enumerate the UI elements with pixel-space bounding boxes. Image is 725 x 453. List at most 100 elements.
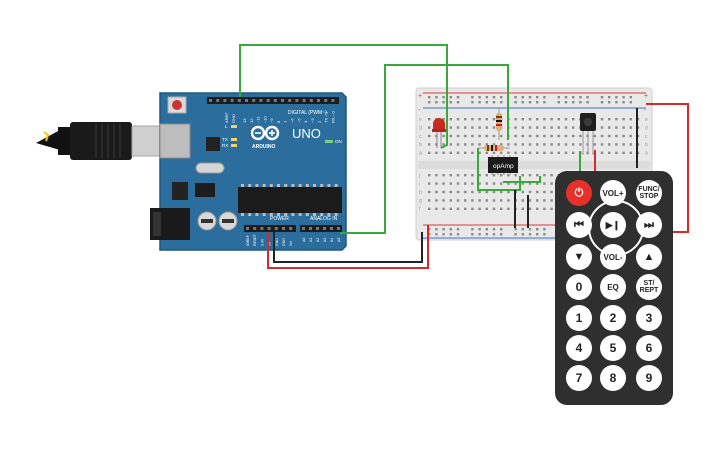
digital-pin-label: ~5	[296, 118, 301, 123]
rx-led	[231, 144, 237, 147]
digit-3-button[interactable]: 3	[636, 305, 662, 331]
digit-6-button[interactable]: 6	[636, 335, 662, 361]
aref-label: AREF	[224, 112, 229, 123]
breadboard-center-channel	[418, 161, 650, 169]
row-letter: c	[645, 134, 648, 140]
digit-8-button[interactable]: 8	[600, 365, 626, 391]
digital-header-label: DIGITAL (PWM~)	[288, 110, 327, 116]
tx-led	[231, 138, 237, 141]
power-pin-label: GND	[282, 238, 286, 246]
digit-5-button[interactable]: 5	[600, 335, 626, 361]
power-pin-label: 3.3V	[260, 238, 264, 246]
analog-header-label: ANALOG IN	[310, 216, 338, 222]
capacitor-2-mark	[222, 219, 234, 223]
opamp-chip-label: opAmp	[493, 163, 514, 170]
usb-cable[interactable]	[36, 122, 167, 160]
analog-pin-label: A2	[316, 238, 320, 242]
fast-forward-button[interactable]: ⏭	[636, 212, 662, 238]
row-letter: h	[419, 190, 422, 196]
green-wire-opamp-ir[interactable]	[503, 176, 541, 183]
wires[interactable]	[239, 44, 689, 269]
eq-button[interactable]: EQ	[600, 274, 626, 300]
resistor-vertical[interactable]	[496, 108, 502, 140]
digit-3-label: 3	[645, 311, 653, 325]
uno-label: UNO	[292, 126, 321, 141]
voltage-regulator	[172, 182, 188, 200]
vol-down-button[interactable]: VOL-	[600, 244, 626, 270]
usb-grip-lines	[95, 124, 121, 158]
row-letter: f	[419, 207, 421, 213]
digital-header	[207, 97, 339, 104]
row-letter: a	[419, 151, 422, 157]
power-jack-inner	[153, 212, 161, 236]
power-button[interactable]: ⏻	[566, 180, 592, 206]
digital-pin-label: ~9	[269, 118, 274, 123]
triangle-up-icon: ▲	[643, 251, 655, 263]
digit-5-label: 5	[609, 341, 617, 355]
digit-7-button[interactable]: 7	[566, 365, 592, 391]
up-button[interactable]: ▲	[636, 244, 662, 270]
vol-up-button[interactable]: VOL+	[600, 180, 626, 206]
digit-0-button[interactable]: 0	[566, 274, 592, 300]
rewind-button[interactable]: ⏮	[566, 212, 592, 238]
digit-2-button[interactable]: 2	[600, 305, 626, 331]
fast-forward-icon: ⏭	[644, 218, 654, 231]
row-letter: c	[419, 134, 422, 140]
resistor-horizontal[interactable]	[478, 145, 510, 151]
digit-1-label: 1	[575, 311, 583, 325]
black-wire-gnd-to-rail[interactable]	[273, 232, 423, 263]
digital-pin-label: TX→1	[324, 111, 329, 123]
power-header-pins	[246, 227, 340, 230]
on-label: ON	[335, 139, 342, 144]
row-letter: j	[418, 173, 420, 179]
row-letter: d	[645, 125, 648, 131]
st-rept-button[interactable]: ST/ REPT	[636, 274, 662, 300]
reset-button-cap[interactable]	[172, 100, 182, 110]
usb-port	[159, 123, 191, 159]
digit-9-label: 9	[645, 371, 653, 385]
eq-label: EQ	[607, 282, 619, 292]
ir-remote-control[interactable]: ⏻ VOL+ FUNC/ STOP ⏮ ▶❙ ⏭ ▼ VOL- ▲ 0 EQ ST/ REPT 1 2 3 4…	[555, 171, 673, 405]
rail-minus-label-right: -	[644, 107, 647, 114]
ir-receiver[interactable]	[580, 113, 596, 155]
analog-pin-label: A3	[323, 238, 327, 242]
capacitor-1-mark	[201, 219, 213, 223]
usb-collar	[58, 127, 70, 155]
digit-9-button[interactable]: 9	[636, 365, 662, 391]
analog-pin-label: A0	[302, 238, 306, 242]
opamp-chip[interactable]: opAmp	[488, 155, 518, 175]
play-pause-button[interactable]: ▶❙	[600, 212, 626, 238]
red-wire-rail-loop[interactable]	[646, 103, 689, 233]
digital-pin-label: ~11	[256, 116, 261, 123]
digit-4-button[interactable]: 4	[566, 335, 592, 361]
digital-pin-label: RX←0	[330, 110, 335, 123]
red-wire-5v-to-rail[interactable]	[267, 225, 429, 269]
atmega-chip	[238, 187, 342, 213]
digital-pin-label: ~10	[262, 115, 267, 123]
digital-pin-label: 4	[303, 120, 308, 123]
crystal-oscillator	[195, 162, 225, 174]
green-wire-a0-to-opamp[interactable]	[340, 64, 509, 234]
power-icon: ⏻	[574, 186, 584, 199]
func-stop-button[interactable]: FUNC/ STOP	[636, 180, 662, 206]
down-button[interactable]: ▼	[566, 244, 592, 270]
digit-4-label: 4	[575, 341, 583, 355]
rx-label: RX	[222, 143, 228, 148]
analog-pin-label: A5	[337, 238, 341, 242]
analog-pin-label: A4	[330, 238, 334, 242]
l-led	[231, 125, 237, 128]
digital-pin-label: ~6	[290, 118, 295, 123]
row-letter: i	[419, 181, 420, 187]
green-wire-pin13-to-led[interactable]	[239, 44, 448, 149]
row-letter: e	[419, 117, 422, 123]
digit-1-button[interactable]: 1	[566, 305, 592, 331]
usb-connector-body	[70, 122, 132, 160]
row-letter: d	[419, 125, 422, 131]
digit-8-label: 8	[609, 371, 617, 385]
red-led[interactable]	[432, 118, 446, 148]
usb-plug-tip	[36, 130, 60, 150]
rail-minus-label: -	[418, 107, 421, 114]
